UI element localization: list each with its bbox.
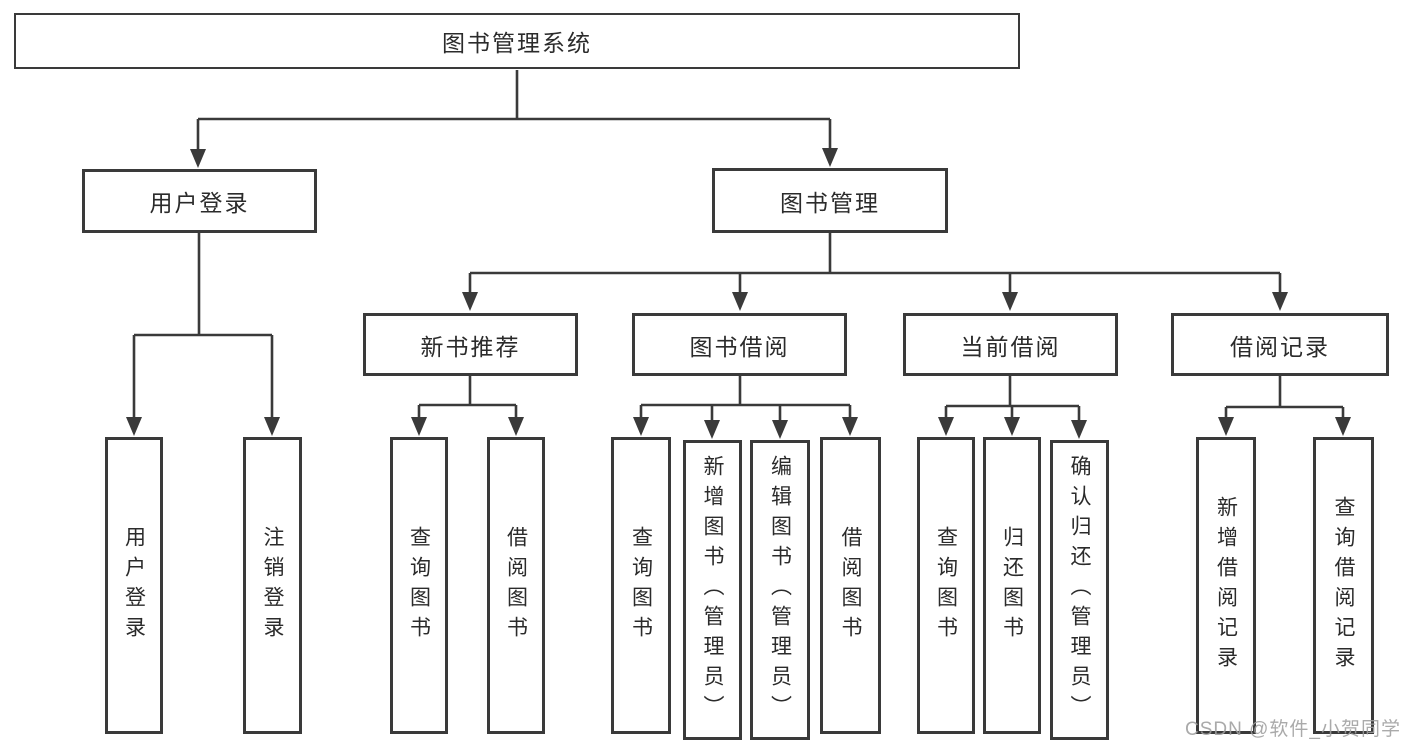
node-book-management: 图书管理 xyxy=(712,168,948,233)
leaf-add-borrow-record-label: 新增借阅记录 xyxy=(1214,495,1238,676)
node-current-borrowing: 当前借阅 xyxy=(903,313,1118,376)
leaf-return-books-label: 归还图书 xyxy=(1000,525,1024,646)
csdn-watermark: CSDN @软件_小贺同学 xyxy=(1185,719,1401,740)
node-library-management-system: 图书管理系统 xyxy=(14,13,1020,69)
node-book-management-label: 图书管理 xyxy=(780,189,880,216)
leaf-query-books-under-recommendation: 查询图书 xyxy=(390,437,448,734)
edge-user-login-split xyxy=(132,233,274,419)
leaf-edit-books-admin-label: 编辑图书（管理员） xyxy=(768,455,792,725)
node-user-login-label: 用户登录 xyxy=(149,190,250,216)
node-current-borrowing-label: 当前借阅 xyxy=(960,333,1061,360)
leaf-confirm-return-admin-label: 确认归还（管理员） xyxy=(1068,455,1091,725)
leaf-query-borrow-record-label: 查询借阅记录 xyxy=(1332,495,1355,676)
leaf-query-books-under-recommendation-label: 查询图书 xyxy=(407,525,431,646)
leaf-confirm-return-admin: 确认归还（管理员） xyxy=(1050,440,1109,740)
edge-borrow-records-split xyxy=(1224,376,1345,419)
edge-book-borrow-split xyxy=(639,376,852,421)
leaf-add-books-admin-label: 新增图书（管理员） xyxy=(701,455,724,725)
leaf-borrow-books-under-borrowing: 借阅图书 xyxy=(820,437,881,734)
leaf-user-login-label: 用户登录 xyxy=(122,525,146,646)
leaf-add-books-admin: 新增图书（管理员） xyxy=(683,440,742,740)
leaf-borrow-books-under-recommendation-label: 借阅图书 xyxy=(504,525,528,646)
leaf-query-books-under-current-label: 查询图书 xyxy=(934,525,958,646)
edge-current-borrow-split xyxy=(944,376,1081,421)
edge-root-split xyxy=(196,70,832,151)
node-new-book-recommendation-label: 新书推荐 xyxy=(420,333,521,360)
leaf-query-books-under-borrowing: 查询图书 xyxy=(611,437,671,734)
node-user-login: 用户登录 xyxy=(82,169,317,233)
arrowheads xyxy=(126,148,1351,439)
node-borrowing-records: 借阅记录 xyxy=(1171,313,1389,376)
edge-new-book-rec-split xyxy=(417,376,518,419)
leaf-query-books-under-borrowing-label: 查询图书 xyxy=(629,525,653,646)
leaf-query-borrow-record: 查询借阅记录 xyxy=(1313,437,1374,734)
node-borrowing-records-label: 借阅记录 xyxy=(1230,333,1330,360)
leaf-borrow-books-under-borrowing-label: 借阅图书 xyxy=(839,525,862,646)
leaf-borrow-books-under-recommendation: 借阅图书 xyxy=(487,437,545,734)
leaf-edit-books-admin: 编辑图书（管理员） xyxy=(750,440,810,740)
node-library-management-system-label: 图书管理系统 xyxy=(442,30,592,56)
leaf-logout-label: 注销登录 xyxy=(261,525,284,646)
node-book-borrowing: 图书借阅 xyxy=(632,313,847,376)
node-book-borrowing-label: 图书借阅 xyxy=(689,333,790,360)
leaf-user-login: 用户登录 xyxy=(105,437,163,734)
leaf-logout: 注销登录 xyxy=(243,437,302,734)
leaf-query-books-under-current: 查询图书 xyxy=(917,437,975,734)
leaf-return-books: 归还图书 xyxy=(983,437,1041,734)
leaf-add-borrow-record: 新增借阅记录 xyxy=(1196,437,1256,734)
node-new-book-recommendation: 新书推荐 xyxy=(363,313,578,376)
edge-book-mgmt-split xyxy=(468,233,1282,294)
